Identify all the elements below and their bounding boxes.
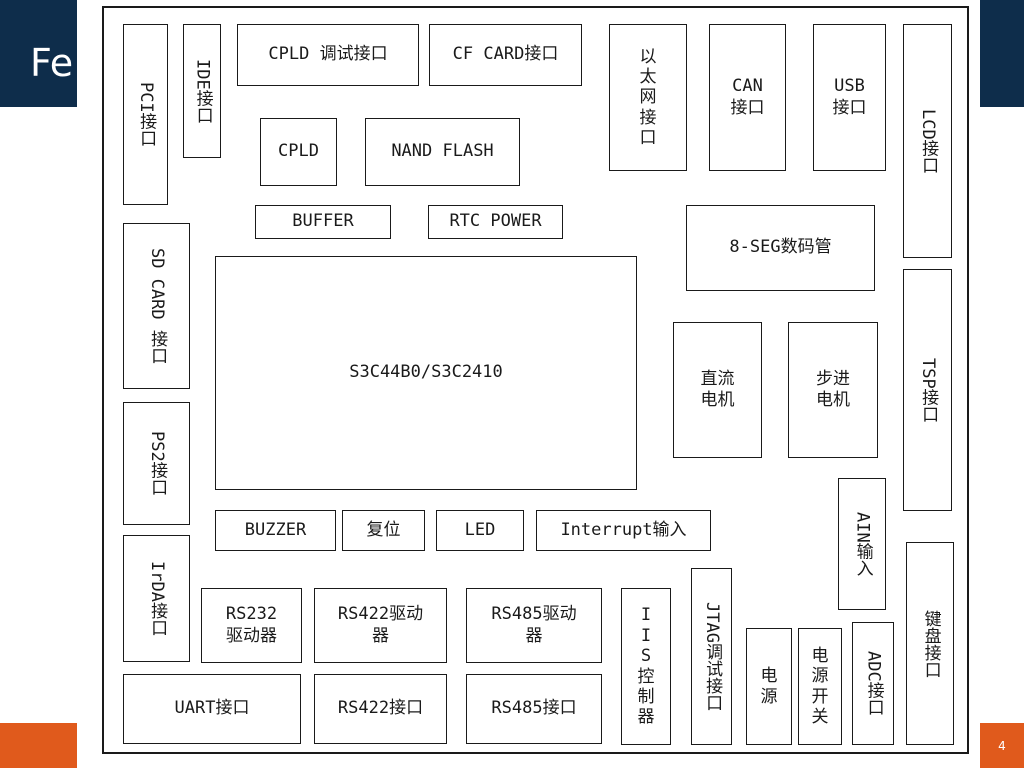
usb-interface-block: USB 接口 bbox=[813, 24, 886, 171]
rs232-driver-block: RS232 驱动器 bbox=[201, 588, 302, 663]
8-seg-display-block: 8-SEG数码管 bbox=[686, 205, 875, 291]
led-block: LED bbox=[436, 510, 524, 551]
rs485-driver-block: RS485驱动 器 bbox=[466, 588, 602, 663]
tsp-interface-block: TSP接口 bbox=[903, 269, 952, 511]
cpld-block: CPLD bbox=[260, 118, 337, 186]
keyboard-interface-block: 键盘接口 bbox=[906, 542, 954, 745]
footer-bar-right bbox=[980, 723, 1024, 768]
jtag-debug-interface-block: JTAG调试接口 bbox=[691, 568, 732, 745]
lcd-interface-block: LCD接口 bbox=[903, 24, 952, 258]
power-block: 电源 bbox=[746, 628, 792, 745]
header-bar-left bbox=[0, 0, 77, 107]
irda-interface-block: IrDA接口 bbox=[123, 535, 190, 662]
uart-interface-block: UART接口 bbox=[123, 674, 301, 744]
cpld-debug-interface-block: CPLD 调试接口 bbox=[237, 24, 419, 86]
rs422-driver-block: RS422驱动 器 bbox=[314, 588, 447, 663]
ethernet-interface-block: 以太网接口 bbox=[609, 24, 687, 171]
dc-motor-block: 直流 电机 bbox=[673, 322, 762, 458]
header-bar-right bbox=[980, 0, 1024, 107]
buzzer-block: BUZZER bbox=[215, 510, 336, 551]
ide-interface-block: IDE接口 bbox=[183, 24, 221, 158]
rtc-power-block: RTC POWER bbox=[428, 205, 563, 239]
can-interface-block: CAN 接口 bbox=[709, 24, 786, 171]
page-number: 4 bbox=[998, 738, 1006, 753]
sd-card-interface-block: SD CARD 接口 bbox=[123, 223, 190, 389]
stepper-motor-block: 步进 电机 bbox=[788, 322, 878, 458]
rs485-interface-block: RS485接口 bbox=[466, 674, 602, 744]
rs422-interface-block: RS422接口 bbox=[314, 674, 447, 744]
nand-flash-block: NAND FLASH bbox=[365, 118, 520, 186]
ain-input-block: AIN输入 bbox=[838, 478, 886, 610]
board-diagram: PCI接口 IDE接口 CPLD 调试接口 CF CARD接口 以太网接口 CA… bbox=[102, 6, 969, 754]
ps2-interface-block: PS2接口 bbox=[123, 402, 190, 525]
interrupt-input-block: Interrupt输入 bbox=[536, 510, 711, 551]
cf-card-interface-block: CF CARD接口 bbox=[429, 24, 582, 86]
iis-controller-block: IIS控制器 bbox=[621, 588, 671, 745]
power-switch-block: 电源开关 bbox=[798, 628, 842, 745]
footer-bar-left bbox=[0, 723, 77, 768]
buffer-block: BUFFER bbox=[255, 205, 391, 239]
adc-interface-block: ADC接口 bbox=[852, 622, 894, 745]
slide-title: Fe bbox=[30, 41, 74, 85]
reset-block: 复位 bbox=[342, 510, 425, 551]
cpu-block: S3C44B0/S3C2410 bbox=[215, 256, 637, 490]
pci-interface-block: PCI接口 bbox=[123, 24, 168, 205]
